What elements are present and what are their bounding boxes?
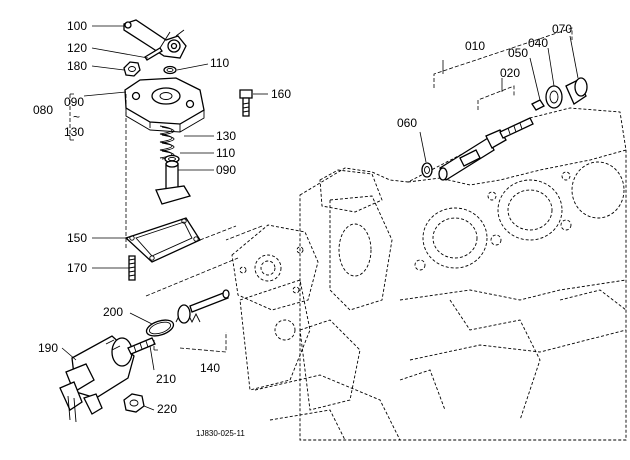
label-020: 020: [500, 66, 520, 80]
plunger-020-part: [499, 117, 534, 139]
engine-block: [239, 107, 627, 441]
leader-lines: [61, 25, 579, 411]
solenoid-part: [59, 335, 135, 423]
plunger-part: [127, 337, 156, 355]
pin-part: [144, 47, 163, 61]
o-ring-200-part: [145, 319, 175, 337]
label-070: 070: [552, 22, 572, 36]
governor-housing: [231, 224, 319, 311]
label-060: 060: [397, 116, 417, 130]
governor-bracket-part: [124, 77, 205, 133]
figure-code: 1J830-025-11: [196, 429, 245, 438]
assembly-brackets: [69, 27, 573, 353]
label-080: 080: [33, 103, 53, 117]
label-170: 170: [67, 261, 87, 275]
label-130-range-end: 130: [64, 125, 84, 139]
injection-pump-part: [438, 129, 507, 181]
part-labels: 100 120 180 110 080 090 ~ 130 160 130 11…: [33, 19, 572, 416]
label-190: 190: [38, 341, 58, 355]
gasket-part: [124, 217, 201, 263]
label-090-range-start: 090: [64, 95, 84, 109]
shaft-assembly-part: [175, 289, 230, 324]
label-160: 160: [271, 87, 291, 101]
label-110-lower: 110: [216, 146, 235, 160]
label-100: 100: [67, 19, 87, 33]
nut-part: [123, 61, 141, 77]
label-200: 200: [103, 305, 123, 319]
label-210: 210: [156, 372, 176, 386]
o-ring-060-part: [421, 162, 433, 178]
o-ring-upper-part: [163, 65, 177, 75]
label-150: 150: [67, 231, 87, 245]
label-050: 050: [508, 46, 528, 60]
stud-part: [128, 255, 136, 281]
sleeve-070-part: [565, 77, 588, 105]
governor-shaft-part: [155, 160, 191, 205]
label-010: 010: [465, 39, 485, 53]
governor-lever-part: [123, 19, 187, 59]
label-220: 220: [157, 402, 177, 416]
spring-seat-040-part: [545, 85, 563, 109]
label-180: 180: [67, 59, 87, 73]
label-130: 130: [216, 129, 236, 143]
spring-part: [159, 125, 175, 160]
label-140: 140: [200, 361, 220, 375]
label-range-tilde: ~: [73, 110, 80, 124]
label-120: 120: [67, 41, 87, 55]
bolt-part: [239, 89, 253, 117]
nut-220-part: [123, 393, 145, 413]
label-110-upper: 110: [210, 56, 229, 70]
spring-050-part: [531, 99, 545, 111]
label-090: 090: [216, 163, 236, 177]
label-040: 040: [528, 36, 548, 50]
